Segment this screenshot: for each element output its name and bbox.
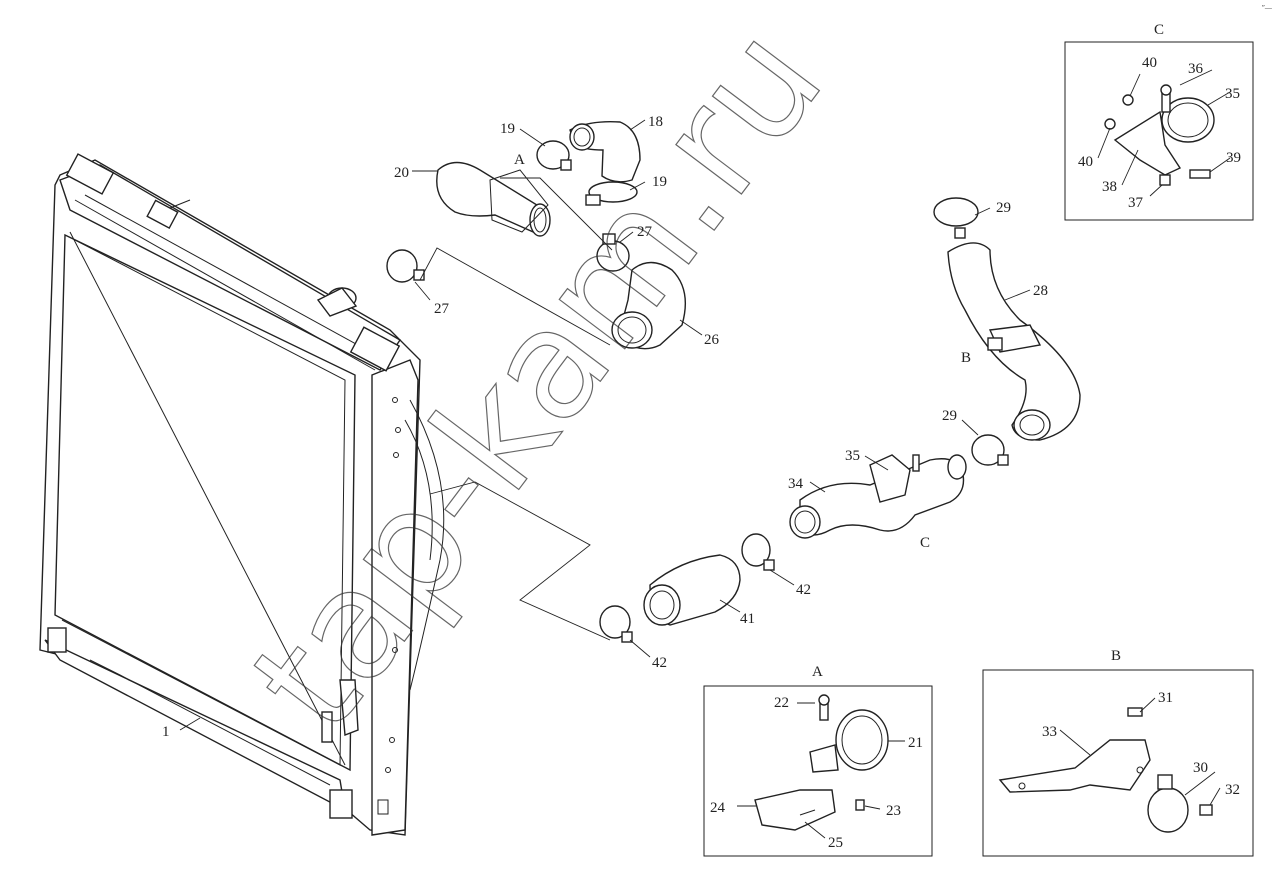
callout-27-b: 27: [434, 301, 450, 317]
callout-38: 38: [1102, 179, 1117, 195]
callout-26: 26: [704, 332, 720, 348]
detail-b-parts[interactable]: [998, 707, 1213, 833]
elbow-hose-18[interactable]: [569, 120, 641, 183]
clamp-42-a[interactable]: [741, 533, 775, 571]
hose-20[interactable]: [436, 161, 551, 237]
clamp-29-b[interactable]: [971, 434, 1009, 466]
callout-34: 34: [788, 476, 804, 492]
callout-37: 37: [1128, 195, 1144, 211]
callout-29-b: 29: [942, 408, 957, 424]
callout-21: 21: [908, 735, 923, 751]
callout-30: 30: [1193, 760, 1208, 776]
detail-box-a: [703, 685, 933, 857]
clamp-19-b[interactable]: [585, 181, 638, 206]
callout-32: 32: [1225, 782, 1240, 798]
detail-a-parts[interactable]: [754, 694, 889, 831]
callout-29-a: 29: [996, 200, 1011, 216]
callout-20: 20: [394, 165, 409, 181]
callout-18: 18: [648, 114, 663, 130]
marker-b: B: [961, 350, 971, 366]
detail-box-c: [1064, 41, 1254, 221]
pipe-34[interactable]: [789, 454, 967, 539]
leader-lines: [179, 69, 1231, 839]
reference-markers: A B C A B C: [514, 22, 1164, 680]
detail-a-title: A: [812, 664, 823, 680]
callout-35-a: 35: [845, 448, 860, 464]
detail-c-title: C: [1154, 22, 1164, 38]
callout-42-b: 42: [652, 655, 667, 671]
callout-41: 41: [740, 611, 755, 627]
radiator-assembly[interactable]: [39, 153, 445, 836]
elbow-hose-26[interactable]: [611, 261, 686, 350]
clamp-27-b[interactable]: [386, 249, 425, 283]
callout-22: 22: [774, 695, 789, 711]
callout-35-b: 35: [1225, 86, 1240, 102]
marker-c: C: [920, 535, 930, 551]
callout-40-a: 40: [1142, 55, 1157, 71]
detail-c-parts[interactable]: [1104, 84, 1215, 186]
callout-36: 36: [1188, 61, 1204, 77]
callout-23: 23: [886, 803, 901, 819]
callout-42-a: 42: [796, 582, 811, 598]
callout-19-a: 19: [500, 121, 515, 137]
detail-box-b: [982, 669, 1254, 857]
callout-40-b: 40: [1078, 154, 1093, 170]
callout-31: 31: [1158, 690, 1173, 706]
callout-1: 1: [162, 724, 170, 740]
reference-lines: [419, 177, 613, 641]
detail-b-title: B: [1111, 648, 1121, 664]
hose-41[interactable]: [643, 554, 741, 626]
pipe-28[interactable]: [947, 242, 1081, 441]
callout-27-a: 27: [637, 224, 653, 240]
callout-39: 39: [1226, 150, 1241, 166]
callout-33: 33: [1042, 724, 1057, 740]
callout-19-b: 19: [652, 174, 667, 190]
callout-25: 25: [828, 835, 843, 851]
callout-numbers: 1 18 19 19 20 21 22 23 24 25 26 27 27 28…: [162, 55, 1241, 851]
clamp-42-b[interactable]: [599, 605, 633, 643]
clamp-27-a[interactable]: [596, 233, 630, 272]
clamp-19-a[interactable]: [536, 140, 572, 171]
clamp-29-a[interactable]: [933, 197, 979, 239]
callout-28: 28: [1033, 283, 1048, 299]
corner-mark: ″—: [1262, 4, 1273, 12]
marker-a: A: [514, 152, 525, 168]
callout-24: 24: [710, 800, 726, 816]
